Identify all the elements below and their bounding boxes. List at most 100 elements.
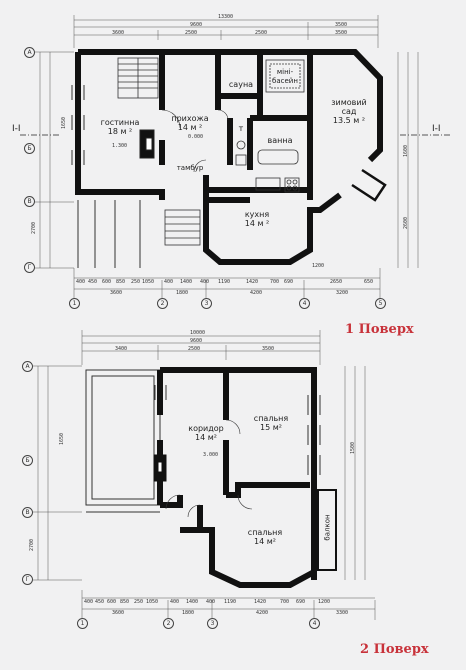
floor2-axis-2: 2 (163, 618, 174, 629)
floor1-bottom-dim-a: 3600 (110, 290, 123, 296)
floor1-bottom-dim-r1-0: 400 (76, 279, 86, 285)
room-name: гостинна (100, 118, 140, 127)
floor1-left-dim-b: 2700 (31, 221, 38, 235)
floor1-plan (20, 15, 450, 300)
floor1-room-sauna: сауна (224, 80, 258, 89)
floor1-bottom-dim-r1-8: 400 (200, 279, 210, 285)
floor1-section-right: I-I (432, 124, 441, 134)
floor2-plan (33, 330, 376, 620)
floor1-bottom-dim-r1-13: 1200 (312, 263, 325, 269)
floor2-level-mark: 3.000 (203, 452, 219, 458)
floor2-bottom-dim-r1-0: 400 (84, 599, 94, 605)
floor1-bottom-dim-r1-7: 1400 (180, 279, 193, 285)
floor2-bottom-dim-d: 3300 (336, 610, 349, 616)
floor2-bottom-dimension-lines (81, 590, 376, 620)
floor1-bottom-dim-d: 3200 (336, 290, 349, 296)
floor1-doors (161, 109, 229, 173)
floor2-axis-g: Г (22, 574, 33, 585)
floor2-axis-1: 1 (77, 618, 88, 629)
floor2-top-dim-c: 3500 (262, 346, 275, 352)
floor2-bottom-dim-r1-6: 400 (170, 599, 180, 605)
floor2-axis-a: А (22, 361, 33, 372)
floor1-bottom-dim-r1-5: 1050 (142, 279, 155, 285)
floor1-bottom-dim-r1-11: 700 (270, 279, 280, 285)
floor1-axis-g: Г (24, 262, 35, 273)
floor1-top-dim-right: 3500 (335, 22, 348, 28)
floor2-overall-width: 10000 (190, 330, 206, 336)
room-name: спальня (253, 414, 289, 423)
floor1-axis-v: В (24, 196, 35, 207)
floor1-bottom-dim-b: 1800 (176, 290, 189, 296)
floor1-top-dim-main: 9600 (190, 22, 203, 28)
floor1-bottom-dim-c: 4200 (250, 290, 263, 296)
room-area: 13.5 м ² (332, 116, 366, 125)
floor2-room-bedroom-top: спальня 15 м² (246, 414, 296, 432)
room-name: коридор (188, 424, 224, 433)
floor1-staircase (117, 57, 201, 246)
floor2-axis-b: Б (22, 455, 33, 466)
floor2-right-dimension-lines (344, 366, 366, 580)
floor2-room-corridor: коридор 14 м² (186, 424, 226, 442)
floor1-axis-1: 1 (69, 298, 80, 309)
floor2-left-dim-a: 1650 (59, 432, 66, 446)
room-area: 18 м ² (107, 127, 133, 136)
room-area: 15 м² (260, 423, 282, 432)
floor2-top-dim-b: 2500 (188, 346, 201, 352)
floor1-axis-a: А (24, 47, 35, 58)
room-name: ванна (267, 136, 293, 145)
floor1-room-hall: прихожа 14 м ² (164, 114, 216, 132)
floor1-bottom-dim-r1-10: 1420 (246, 279, 259, 285)
room-name: тамбур (176, 164, 204, 172)
floor2-windows (154, 385, 321, 475)
floor2-top-dim-main: 9600 (190, 338, 203, 344)
floor2-bottom-dim-r1-9: 1190 (224, 599, 237, 605)
floor1-bottom-dim-r1-12: 690 (284, 279, 294, 285)
floor1-bottom-dim-r1-14: 2650 (330, 279, 343, 285)
floor2-doors (165, 419, 253, 518)
floor1-axis-3: 3 (201, 298, 212, 309)
room-name: кухня (244, 210, 270, 219)
floor2-axis-4: 4 (309, 618, 320, 629)
room-name: зимовий сад (331, 98, 367, 116)
floor1-room-bath: ванна (262, 136, 298, 145)
room-name: спальня (247, 528, 283, 537)
floor2-bottom-dim-r1-11: 700 (280, 599, 290, 605)
floor2-bottom-dim-b: 1800 (182, 610, 195, 616)
floor1-level-mark-0: 0.000 (188, 134, 204, 140)
floor1-left-windows (71, 85, 85, 165)
floor2-top-dim-a: 3400 (115, 346, 128, 352)
floor2-bottom-dim-c: 4200 (256, 610, 269, 616)
floor1-fireplace-icon (139, 129, 155, 159)
floor1-top-dim-a: 3600 (112, 30, 125, 36)
floor1-terrace (77, 200, 141, 268)
floor2-chimney-icon (153, 454, 167, 482)
floor2-axis-v: В (22, 507, 33, 518)
floor1-walls (75, 49, 383, 265)
floor2-bottom-dim-r1-3: 850 (120, 599, 130, 605)
floor1-axis-5: 5 (375, 298, 386, 309)
floor2-roof-outline (85, 369, 161, 513)
floor1-bottom-dim-r1-9: 1190 (218, 279, 231, 285)
room-area: 14 м² (195, 433, 217, 442)
floor1-left-dimension-lines (35, 51, 74, 269)
floor1-bottom-dim-r1-6: 400 (164, 279, 174, 285)
floor1-winter-garden-bay (351, 168, 387, 202)
floor2-room-balcony: балкон (323, 514, 332, 541)
floor2-bottom-dim-r1-12: 690 (296, 599, 306, 605)
floor1-top-dim-b: 2500 (185, 30, 198, 36)
room-name: міні-басейн (272, 68, 298, 85)
floor2-walls (157, 367, 317, 588)
floor1-title: 1 Поверх (345, 322, 414, 337)
floor1-top-dim-d: 3500 (335, 30, 348, 36)
floor1-right-dim-a: 1600 (403, 144, 410, 158)
floor1-top-dim-c: 2500 (255, 30, 268, 36)
floor1-bottom-dim-r1-3: 850 (116, 279, 126, 285)
floor1-right-dim-b: 2600 (403, 216, 410, 230)
floor1-bottom-dim-r1-4: 250 (131, 279, 141, 285)
room-name: сауна (228, 80, 254, 89)
floor1-level-mark-1: 1.300 (112, 143, 128, 149)
floor2-bottom-dim-r1-13: 1200 (318, 599, 331, 605)
room-area: 14 м² (254, 537, 276, 546)
floor1-bottom-dim-r1-1: 450 (88, 279, 98, 285)
